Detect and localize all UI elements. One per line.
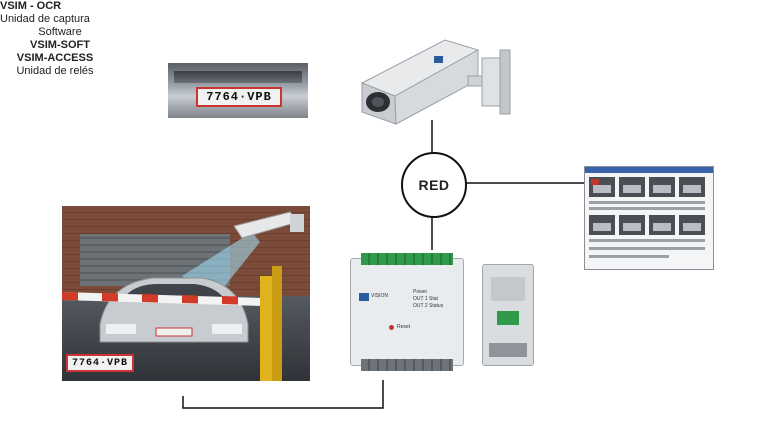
scene-drawing (62, 211, 304, 381)
plate-capture-photo: 7764·VPB (168, 63, 308, 118)
relay-title: VSIM-ACCESS (16, 52, 94, 64)
camera-icon (360, 39, 511, 125)
relay-subtitle: Unidad de relés (16, 65, 94, 77)
software-caption: Software VSIM-SOFT (0, 26, 120, 52)
reset-led-icon (389, 325, 394, 330)
license-plate-scene: 7764·VPB (66, 354, 134, 372)
camera-caption: VSIM - OCR Unidad de captura (0, 0, 120, 26)
brand-logo-icon (359, 293, 369, 301)
green-terminal (497, 311, 519, 325)
thumbnail-grid (589, 177, 705, 258)
relay-caption: VSIM-ACCESS Unidad de relés (0, 52, 110, 78)
terminal-block-bottom (361, 359, 453, 371)
power-module (482, 264, 534, 366)
camera-subtitle: Unidad de captura (0, 13, 90, 25)
terminal-block-top (361, 253, 453, 265)
relay-brand: VISION (371, 293, 388, 299)
software-screenshot (584, 166, 714, 270)
software-titlebar (585, 167, 713, 173)
barrier-scene-photo: 7764·VPB (62, 206, 310, 381)
reset-label: Reset (397, 324, 411, 330)
network-hub: RED (401, 152, 467, 218)
line-scene-relay (182, 380, 384, 409)
car-grille (174, 71, 302, 83)
relay-status-lines: Power OUT 1 Stat OUT 2 Status (413, 289, 444, 309)
camera-title: VSIM - OCR (0, 0, 62, 12)
hub-label: RED (418, 177, 450, 193)
software-title-prefix: Software (38, 26, 82, 38)
license-plate-top: 7764·VPB (196, 87, 282, 107)
relay-module: VISION Power OUT 1 Stat OUT 2 Status Res… (350, 253, 464, 371)
software-title: VSIM-SOFT (30, 39, 90, 51)
